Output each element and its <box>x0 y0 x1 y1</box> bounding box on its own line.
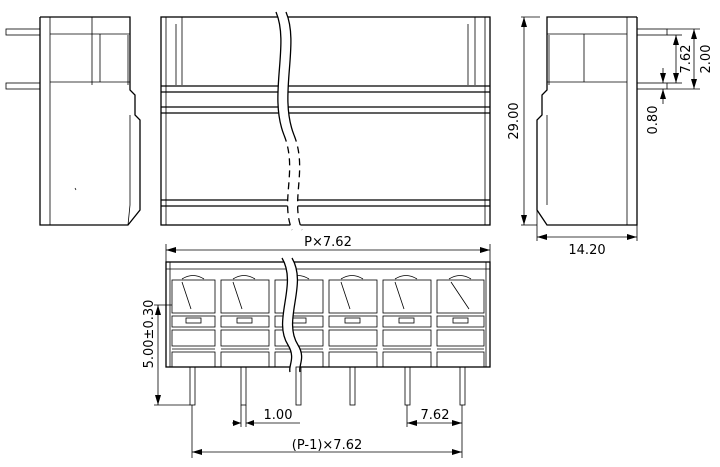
terminal-cell-1 <box>171 275 216 368</box>
pin-6 <box>459 366 466 406</box>
pin-3 <box>295 366 302 406</box>
pin-2 <box>240 366 247 406</box>
dim-depth-1420 <box>536 210 638 241</box>
right-side-view <box>536 16 668 226</box>
dim-pin-offset-080 <box>660 68 666 104</box>
dim-depth-label: 14.20 <box>568 243 605 258</box>
dim-pin-width <box>232 405 300 427</box>
dim-pin-offset-label: 0.80 <box>646 106 661 135</box>
dim-pin-width-label: 1.00 <box>264 408 293 423</box>
terminal-cell-2 <box>220 275 270 368</box>
left-pin-lower <box>5 82 41 90</box>
right-pin-upper <box>636 28 668 36</box>
pin-5 <box>404 366 411 406</box>
terminal-cell-4 <box>328 275 378 368</box>
dim-span <box>191 405 463 458</box>
front-view <box>160 11 491 231</box>
dim-offset-762 <box>667 34 682 84</box>
dim-height-29 <box>521 16 540 226</box>
pin-1 <box>189 366 196 406</box>
left-side-view <box>5 16 141 226</box>
dim-pitch <box>406 405 463 427</box>
dim-pin-length-label: 2.00 <box>699 45 714 74</box>
dim-total-width-label: P×7.62 <box>304 235 352 250</box>
break-line-bottom <box>281 257 303 373</box>
dim-pitch-label: 7.62 <box>421 408 450 423</box>
break-line-front <box>275 11 303 231</box>
dim-total-width <box>165 244 491 262</box>
terminal-cell-6 <box>436 275 485 368</box>
dim-span-label: (P-1)×7.62 <box>292 438 363 453</box>
dim-pitch-height <box>154 304 190 406</box>
bottom-view <box>165 257 491 406</box>
left-pin-upper <box>5 28 41 36</box>
dim-height-label: 29.00 <box>507 102 522 139</box>
pin-4 <box>349 366 356 406</box>
terminal-cell-5 <box>382 275 432 368</box>
dim-pin-length-200 <box>667 28 700 90</box>
dim-pitch-height-label: 5.00±0.30 <box>142 300 157 369</box>
dim-offset-label: 7.62 <box>679 45 694 74</box>
right-pin-lower <box>636 82 668 90</box>
